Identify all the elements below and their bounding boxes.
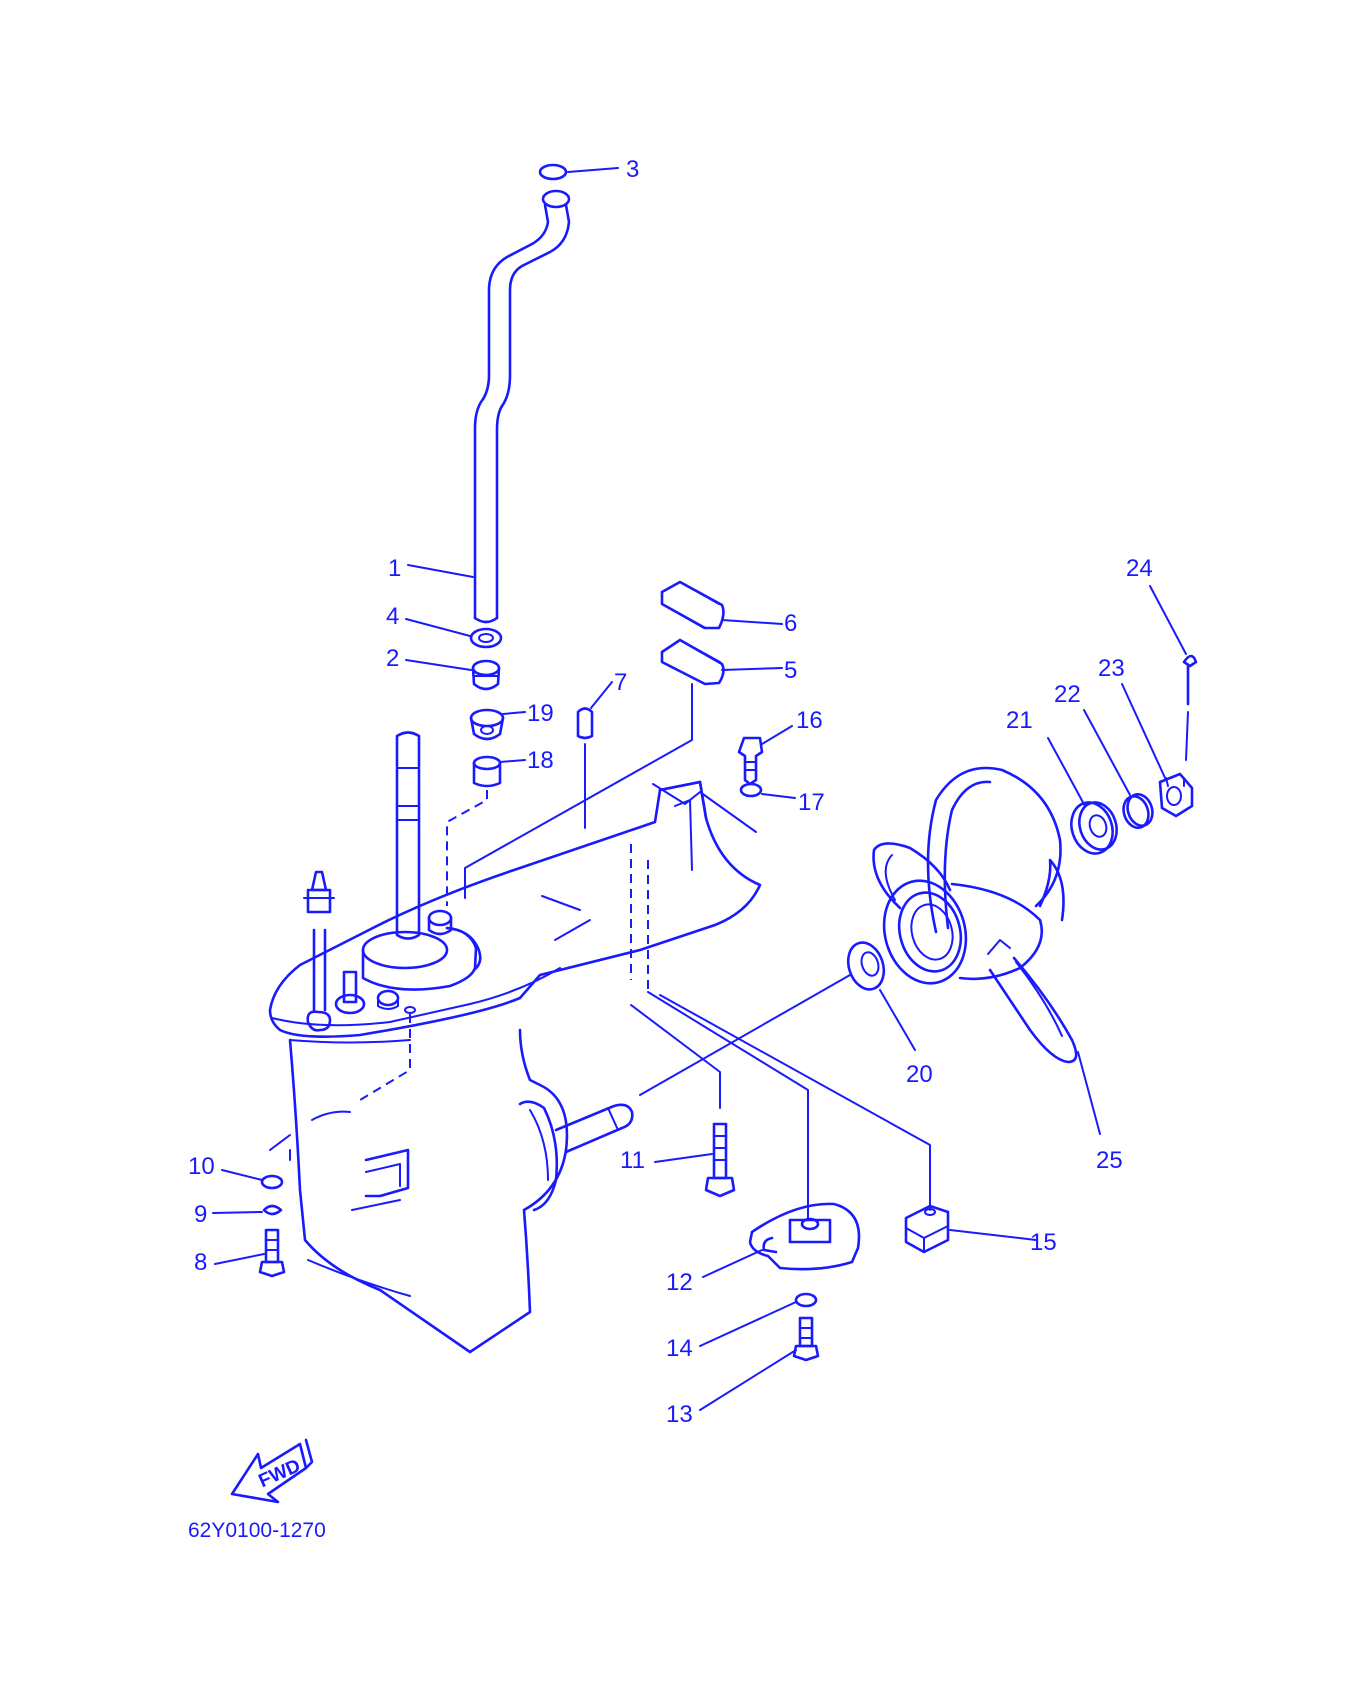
diagram-code: 62Y0100-1270: [188, 1519, 326, 1542]
anode-part-15: [904, 1204, 1037, 1254]
rubber-seal-part-19: [469, 708, 526, 741]
callout-8: 8: [194, 1249, 207, 1276]
cotter-pin-part-24: [1149, 585, 1198, 761]
callout-15: 15: [1030, 1229, 1057, 1256]
pad-part-6: [660, 580, 783, 630]
dowel-pin-part-7: [576, 681, 613, 829]
seal-part-4: [405, 618, 503, 649]
callout-6: 6: [784, 610, 797, 637]
callout-13: 13: [666, 1401, 693, 1428]
water-pump-assembly: [303, 731, 482, 1101]
washer-part-9: [212, 1204, 283, 1216]
grommet-part-2: [405, 659, 501, 691]
bolt-part-16: [737, 725, 793, 786]
bolt-part-8: [214, 1228, 286, 1278]
callout-10: 10: [188, 1153, 215, 1180]
lower-case-housing: [268, 780, 762, 1354]
callout-11: 11: [620, 1147, 645, 1174]
assembly-lines: [269, 844, 931, 1221]
washer-part-10: [221, 1169, 284, 1190]
callout-12: 12: [666, 1269, 693, 1296]
bolt-part-11: [654, 1122, 736, 1198]
callout-1: 1: [388, 555, 401, 582]
propeller-part-25: [872, 766, 1101, 1135]
callout-9: 9: [194, 1201, 207, 1228]
callout-7: 7: [614, 669, 627, 696]
washer-part-14: [699, 1292, 818, 1347]
callout-4: 4: [386, 603, 399, 630]
callout-labels: 3 1 4 2 19 18 6 5 7 16 17 24 23 22 21 20…: [188, 156, 1153, 1428]
callout-17: 17: [798, 789, 825, 816]
callout-14: 14: [666, 1335, 693, 1362]
trim-tab-part-12: [702, 1202, 861, 1278]
callout-21: 21: [1006, 707, 1033, 734]
callout-3: 3: [626, 156, 639, 183]
callout-18: 18: [527, 747, 554, 774]
callout-19: 19: [527, 700, 554, 727]
callout-23: 23: [1098, 655, 1125, 682]
callout-25: 25: [1096, 1147, 1123, 1174]
washer-part-17: [652, 782, 796, 833]
washer-part-22: [1083, 709, 1154, 829]
callout-16: 16: [796, 707, 823, 734]
washer-part-3: [538, 163, 619, 181]
callout-20: 20: [906, 1061, 933, 1088]
thrust-washer-part-20: [846, 941, 916, 1051]
callout-24: 24: [1126, 555, 1153, 582]
pad-part-5: [464, 638, 783, 899]
callout-22: 22: [1054, 681, 1081, 708]
forward-direction-arrow: FWD: [230, 1438, 314, 1504]
callout-5: 5: [784, 657, 797, 684]
spacer-part-21: [1047, 737, 1118, 855]
bolt-part-13: [699, 1316, 820, 1411]
callout-2: 2: [386, 645, 399, 672]
water-tube-part-1: [407, 189, 571, 624]
collar-part-18: [446, 755, 526, 906]
castle-nut-part-23: [1121, 683, 1194, 818]
